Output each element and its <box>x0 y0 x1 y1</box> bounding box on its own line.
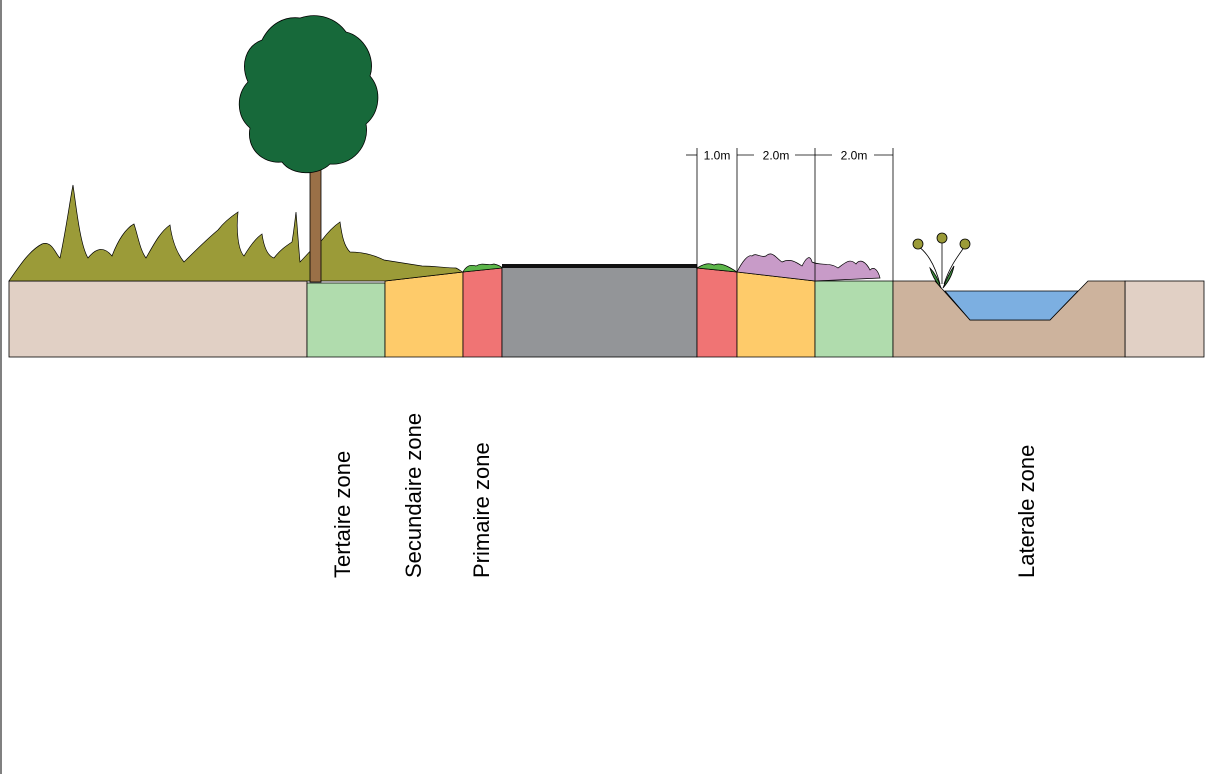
secondary-zone-right <box>736 271 816 358</box>
tree-crown <box>238 15 379 174</box>
flower-strip-right <box>736 253 881 282</box>
tall-grass-left <box>8 184 464 282</box>
road-asphalt-top <box>502 264 697 268</box>
primary-zone-left <box>462 267 503 358</box>
dimension-label-secondary: 2.0m <box>763 149 790 163</box>
dimension-label-tertiary: 2.0m <box>841 149 868 163</box>
tree-trunk <box>309 157 322 283</box>
tertiary-zone-left <box>306 282 386 358</box>
lateral-ditch-water <box>944 290 1079 321</box>
ground-left <box>8 280 308 358</box>
flower-head <box>936 232 948 244</box>
tree <box>238 15 379 283</box>
flower-head <box>912 238 924 250</box>
ditch-plant <box>912 232 971 289</box>
short-grass-right <box>695 263 738 273</box>
label-secondary-zone: Secundaire zone <box>401 413 426 578</box>
flower-head <box>959 238 971 250</box>
secondary-zone-left <box>384 271 464 358</box>
label-tertiary-zone: Tertaire zone <box>330 451 355 578</box>
label-lateral-zone: Laterale zone <box>1014 445 1039 578</box>
lateral-ditch-soil <box>892 280 1126 358</box>
short-grass-left <box>462 263 503 273</box>
ground-right <box>1124 280 1205 358</box>
primary-zone-right <box>696 267 738 358</box>
road-surface <box>501 266 698 358</box>
dimension-label-primary: 1.0m <box>704 149 731 163</box>
label-primary-zone: Primaire zone <box>469 442 494 578</box>
tertiary-zone-right <box>814 280 894 358</box>
dimension-markers <box>686 148 894 281</box>
